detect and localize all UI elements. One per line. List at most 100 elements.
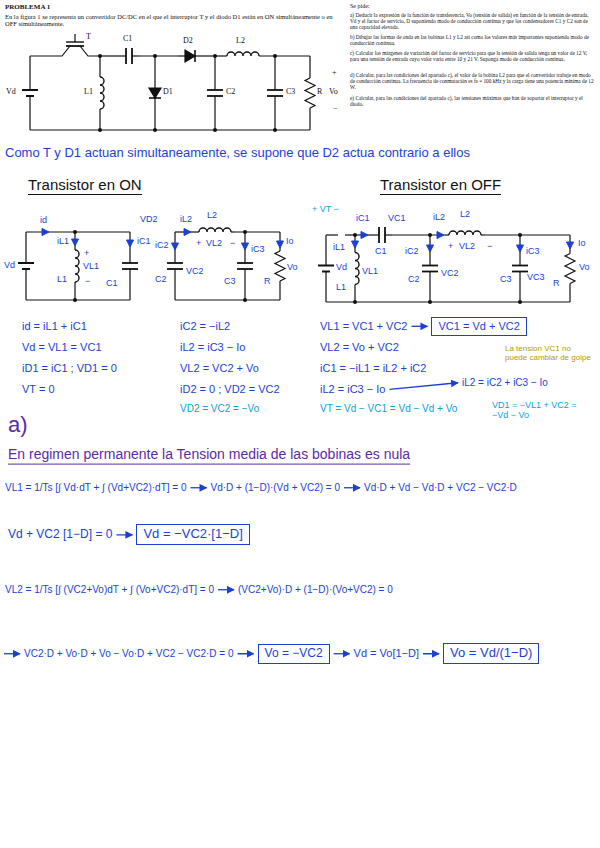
current-arrow <box>127 240 134 247</box>
circuit-label: Vo <box>579 262 590 272</box>
circuit-label: Io <box>286 236 294 246</box>
capacitor-symbol <box>237 262 253 264</box>
circuit-label: − <box>85 276 90 286</box>
junction-dot <box>213 54 217 58</box>
step-arrow <box>238 653 254 654</box>
step-arrow <box>4 653 20 654</box>
step-arrow <box>423 653 439 654</box>
circuit-label: iC2 <box>155 240 169 250</box>
component-label: L1 <box>84 87 93 96</box>
wire <box>244 269 245 300</box>
circuit-label: + <box>448 241 453 251</box>
wire <box>99 109 100 130</box>
junction-dot <box>243 298 247 302</box>
circuit-label: VL1 <box>362 266 378 276</box>
circuit-label: + VT − <box>312 204 339 214</box>
step-arrow <box>389 383 458 390</box>
resistor-symbol <box>565 254 575 284</box>
problem-statement: a) Deducir la expresión de la función de… <box>350 12 595 30</box>
wire <box>235 231 280 232</box>
junction-dot <box>73 230 77 234</box>
wire <box>80 46 100 56</box>
wire <box>481 234 485 235</box>
component-label: − <box>333 104 338 113</box>
circuit-label: VL1 <box>83 261 99 271</box>
junction-dot <box>213 128 217 132</box>
equation: VL2 = VC2 + Vo <box>180 362 259 375</box>
circuit-label: iL1 <box>333 242 345 252</box>
circuit-label: id <box>40 215 47 225</box>
step-arrow <box>334 653 350 654</box>
component-label: Vo <box>329 87 338 96</box>
wire <box>100 55 118 56</box>
circuit-label: VD2 <box>140 214 158 224</box>
underline <box>8 464 410 465</box>
inductor-symbol <box>227 52 259 56</box>
step-arrow <box>411 326 427 327</box>
wire <box>325 235 326 266</box>
equation: VL2 = Vo + VC2 <box>320 341 399 354</box>
wire <box>274 56 275 90</box>
current-arrow <box>352 241 359 248</box>
component-label: + <box>332 68 337 77</box>
equation: iL2 = iC3 − Io <box>180 341 245 354</box>
capacitor-symbol <box>378 227 380 243</box>
circuit-label: VL2 <box>459 241 475 251</box>
step-arrow <box>116 534 132 535</box>
capacitor-symbol <box>131 48 133 64</box>
problem-statement: En la figura 1 se representa un converti… <box>5 13 340 28</box>
circuit-label: − <box>487 241 492 251</box>
equation: VD2 = VC2 = −Vo <box>180 403 259 415</box>
equation: Vo = Vd/(1−D) <box>450 646 532 661</box>
junction-dot <box>353 233 357 237</box>
equation: (VC2+Vo)·D + (1−D)·(Vo+VC2) = 0 <box>238 584 393 596</box>
circuit-label: VC3 <box>527 272 545 282</box>
junction-dot <box>518 233 522 237</box>
current-arrow <box>72 239 79 246</box>
problem-statement: e) Calcular, para las condiciones del ap… <box>350 95 595 107</box>
wire <box>132 55 140 56</box>
circuit-label: iC2 <box>405 246 419 256</box>
wire <box>326 301 570 302</box>
wire <box>25 269 26 300</box>
wire <box>195 55 202 56</box>
capacitor-symbol <box>125 48 127 64</box>
boxed-result: Vd = −VC2·[1−D] <box>136 524 249 545</box>
wire <box>29 56 30 90</box>
current-arrow <box>517 245 524 252</box>
equation: VL1 = 1/Ts [∫ Vd·dT + ∫ (Vd+VC2)·dT] = 0 <box>5 482 187 494</box>
diode-symbol <box>185 50 195 62</box>
circuit-label: C3 <box>224 276 236 286</box>
junction-dot <box>273 54 277 58</box>
circuit-label: + <box>84 248 89 258</box>
wire <box>372 234 379 235</box>
part-label: a) <box>8 412 28 437</box>
circuit-label: iC3 <box>251 244 265 254</box>
capacitor-symbol <box>512 265 528 267</box>
wire <box>259 55 260 56</box>
capacitor-symbol <box>237 268 253 270</box>
equation: Vd = VL1 = VC1 <box>22 341 102 354</box>
inductor-symbol <box>75 250 79 282</box>
wire <box>326 234 338 235</box>
capacitor-symbol <box>384 227 386 243</box>
circuit-label: R <box>264 276 271 286</box>
step-arrow <box>191 487 207 488</box>
wire <box>231 231 235 232</box>
resistor-symbol <box>305 78 315 108</box>
equation: VL1 = VC1 + VC2 <box>320 320 407 333</box>
wire <box>30 129 310 130</box>
wire <box>30 46 70 56</box>
source-symbol <box>22 89 38 91</box>
circuit-label: VL2 <box>206 238 222 248</box>
capacitor-symbol <box>167 262 183 264</box>
wire <box>519 272 520 303</box>
boxed-result: Vo = −VC2 <box>258 644 330 664</box>
inductor-symbol <box>199 228 231 232</box>
wire <box>175 299 280 300</box>
component-label: D1 <box>163 87 173 96</box>
wire <box>309 56 310 78</box>
wire <box>325 272 326 303</box>
wire <box>260 55 310 56</box>
circuit-label: C2 <box>155 274 167 284</box>
